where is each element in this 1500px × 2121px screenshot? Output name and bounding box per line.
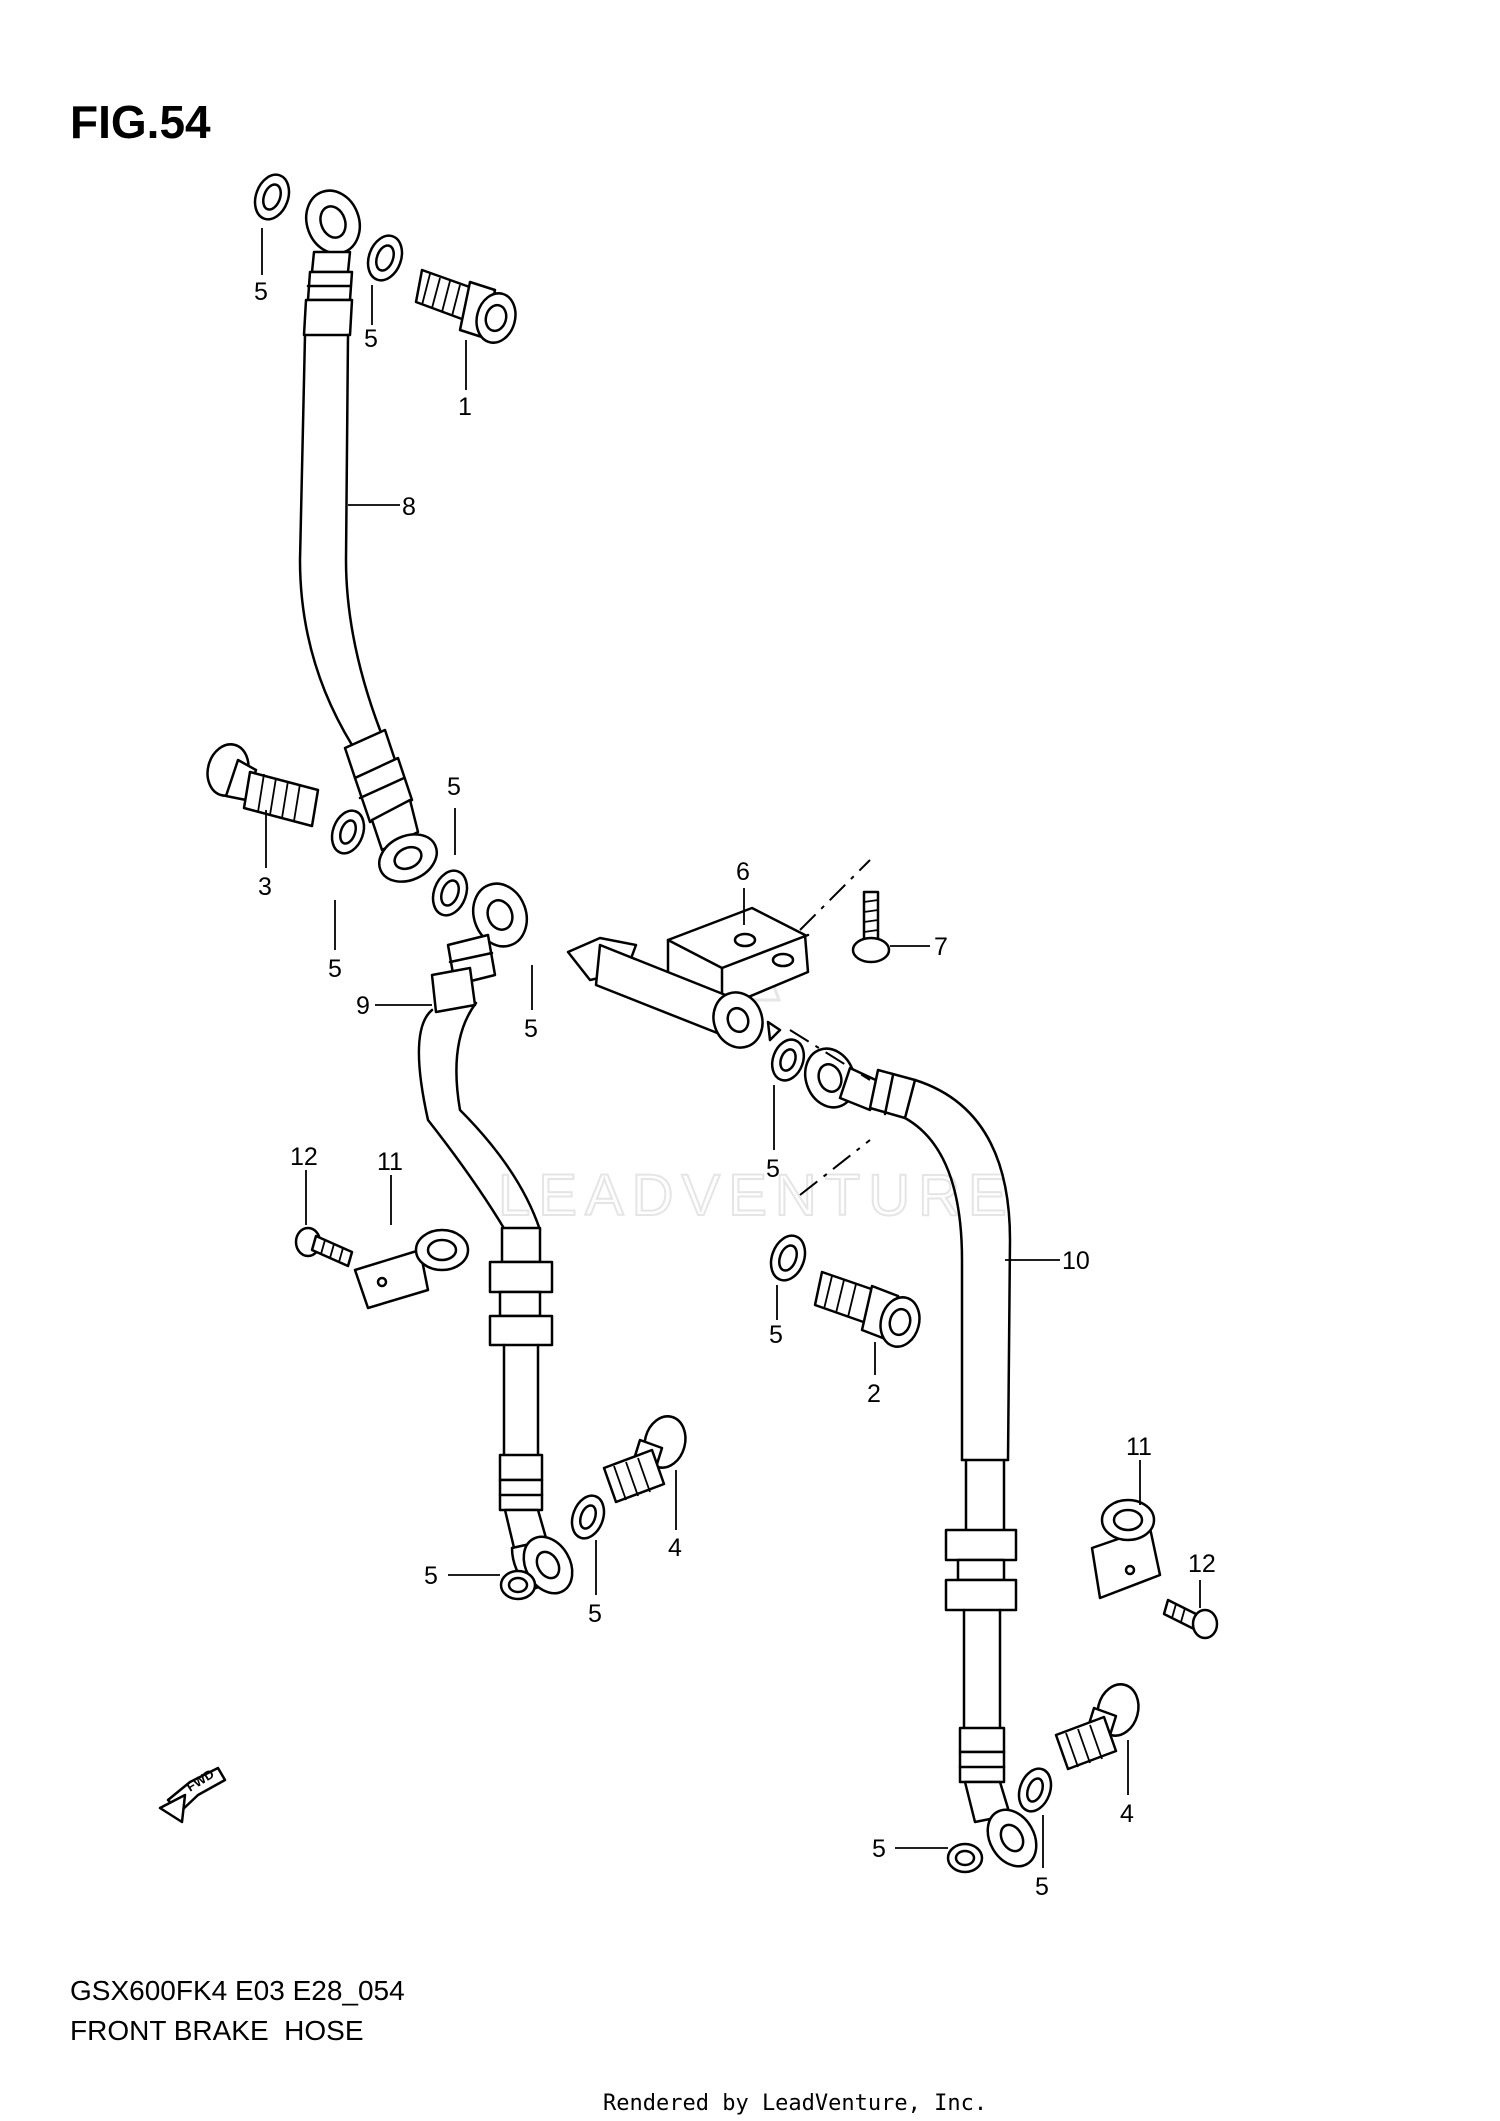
callout-label[interactable]: 11	[377, 1148, 403, 1176]
figure-title: FIG.54	[70, 96, 211, 148]
part-5-washer-left-lower-a[interactable]	[566, 1491, 609, 1543]
callout-label[interactable]: 5	[328, 955, 342, 983]
callout-label[interactable]: 3	[258, 873, 272, 901]
diagram-caption: FRONT BRAKE HOSE	[70, 2015, 364, 2046]
part-5-washer-left-lower-b[interactable]	[499, 1569, 537, 1601]
callout-label[interactable]: 5	[447, 773, 461, 801]
watermark-text: LEADVENTURE	[498, 1163, 1015, 1228]
part-5-washer-mid-center[interactable]	[427, 866, 473, 920]
part-11-clamp-left[interactable]	[353, 1228, 470, 1310]
part-5-washer-upper-left[interactable]	[249, 170, 295, 224]
leader-lines	[261, 228, 1201, 1868]
fwd-arrow-icon	[158, 1766, 227, 1824]
assembly-lines	[789, 859, 871, 1196]
callout-label[interactable]: 4	[1120, 1800, 1134, 1828]
callout-label[interactable]: 1	[458, 393, 472, 421]
part-5-washer-joint[interactable]	[767, 1035, 810, 1085]
part-8-upper-hose[interactable]	[298, 183, 445, 891]
callout-label[interactable]: 5	[524, 1015, 538, 1043]
part-5-washer-mid-left[interactable]	[326, 806, 369, 858]
part-3-union-bolt[interactable]	[202, 740, 320, 828]
part-4-union-bolt-right[interactable]	[1054, 1680, 1144, 1771]
part-7-bolt[interactable]	[851, 890, 891, 964]
callout-label[interactable]: 4	[668, 1534, 682, 1562]
callout-labels: 5 5 1 8 3 5 5 6 7 9 5 5 12 11 10 5 2 4 5…	[254, 278, 1216, 1901]
part-4-union-bolt-left[interactable]	[602, 1412, 691, 1504]
callout-label[interactable]: 5	[769, 1321, 783, 1349]
callout-label[interactable]: 7	[934, 933, 948, 961]
callout-label[interactable]: 5	[872, 1835, 886, 1863]
callout-label[interactable]: 11	[1126, 1433, 1152, 1461]
callout-label[interactable]: 5	[364, 325, 378, 353]
callout-label[interactable]: 5	[588, 1600, 602, 1628]
part-6-brake-hose-joint[interactable]	[566, 906, 810, 1055]
part-5-washer-right-mid[interactable]	[765, 1231, 811, 1285]
part-1-union-bolt[interactable]	[414, 268, 521, 347]
part-5-washer-right-lower-b[interactable]	[946, 1842, 984, 1874]
part-5-washer-right-lower-a[interactable]	[1013, 1764, 1056, 1816]
part-10-right-hose[interactable]	[797, 1042, 1046, 1875]
callout-label[interactable]: 12	[1188, 1550, 1216, 1578]
part-12-bolt-right[interactable]	[1162, 1598, 1219, 1640]
callout-label[interactable]: 5	[1035, 1873, 1049, 1901]
part-5-washer-upper-right[interactable]	[362, 231, 408, 285]
callout-label[interactable]: 5	[424, 1562, 438, 1590]
rendered-by: Rendered by LeadVenture, Inc.	[603, 2091, 987, 2116]
callout-label[interactable]: 2	[867, 1380, 881, 1408]
callout-label[interactable]: 12	[290, 1143, 318, 1171]
part-12-bolt-left[interactable]	[294, 1226, 354, 1268]
watermark: LEADVENTURE	[497, 935, 1015, 1229]
part-2-union-bolt[interactable]	[813, 1270, 925, 1351]
callout-label[interactable]: 8	[402, 493, 416, 521]
part-11-clamp-right[interactable]	[1090, 1498, 1162, 1600]
callout-label[interactable]: 5	[766, 1155, 780, 1183]
callout-label[interactable]: 5	[254, 278, 268, 306]
part-9-left-hose[interactable]	[417, 876, 582, 1602]
callout-label[interactable]: 10	[1062, 1247, 1090, 1275]
callout-label[interactable]: 6	[736, 858, 750, 886]
callout-label[interactable]: 9	[356, 992, 370, 1020]
model-code: GSX600FK4 E03 E28_054	[70, 1975, 405, 2006]
